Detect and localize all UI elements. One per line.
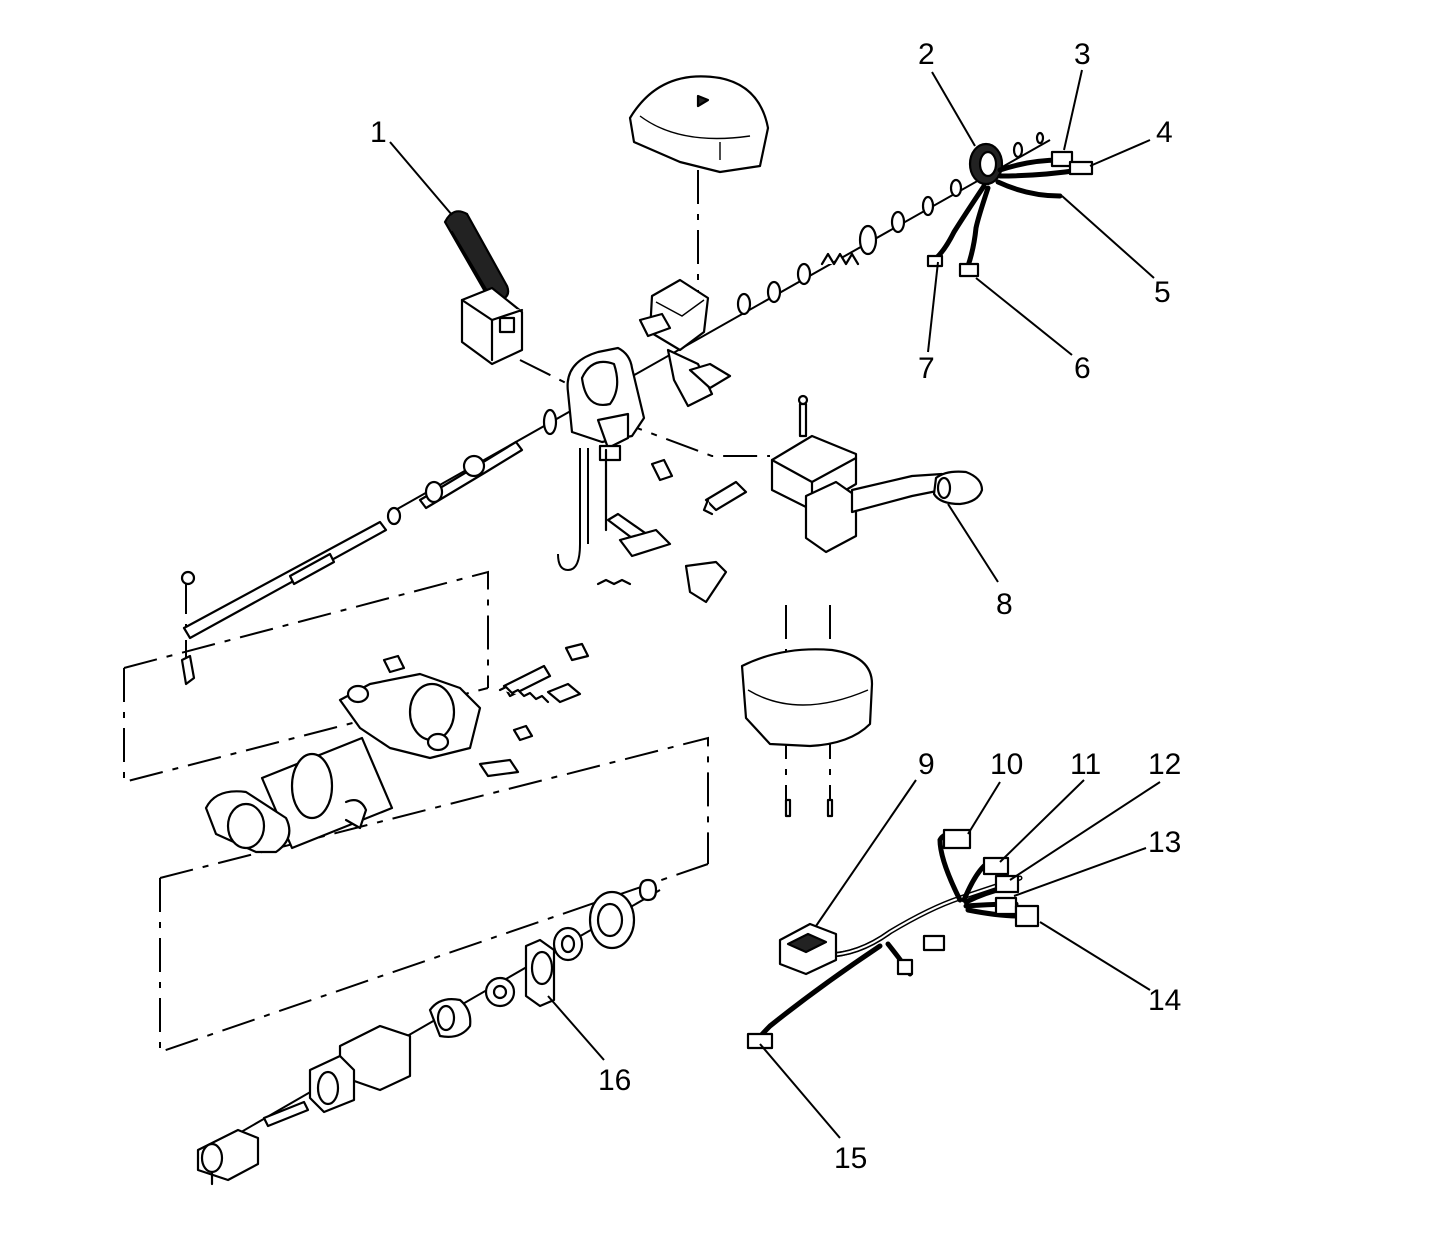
wiper-switch-assembly [702, 394, 984, 554]
assembly-outline-lower [159, 736, 709, 1054]
callout-8: 8 [996, 588, 1013, 621]
column-jacket [204, 642, 590, 854]
callout-11: 11 [1070, 748, 1101, 781]
callout-5: 5 [1154, 276, 1171, 309]
shaft-hardware [542, 131, 1045, 436]
lock-rack-parts [557, 448, 728, 604]
intermediate-shaft [196, 878, 658, 1186]
shaft-axis [185, 139, 1051, 1151]
callout-12: 12 [1148, 748, 1181, 781]
callout-4: 4 [1156, 116, 1173, 149]
upper-shroud [628, 75, 770, 174]
callout-labels: 1 2 3 4 5 6 7 8 9 10 11 12 13 14 15 16 [370, 38, 1181, 1175]
multifunction-lever [443, 210, 524, 366]
lock-housing [566, 346, 646, 462]
callout-6: 6 [1074, 352, 1091, 385]
callout-2: 2 [918, 38, 935, 71]
clock-spring-assembly [926, 142, 1094, 278]
wiring-harness [746, 828, 1040, 1050]
leader-lines [389, 69, 1161, 1139]
ignition-switch-housing [638, 278, 732, 408]
callout-16: 16 [598, 1064, 631, 1097]
callout-7: 7 [918, 352, 935, 385]
tilt-lever-rod [180, 440, 524, 686]
lower-shroud [740, 648, 874, 818]
callout-14: 14 [1148, 984, 1181, 1017]
callout-15: 15 [834, 1142, 867, 1175]
callout-13: 13 [1148, 826, 1181, 859]
callout-1: 1 [370, 116, 387, 149]
callout-10: 10 [990, 748, 1023, 781]
callout-9: 9 [918, 748, 935, 781]
callout-3: 3 [1074, 38, 1091, 71]
